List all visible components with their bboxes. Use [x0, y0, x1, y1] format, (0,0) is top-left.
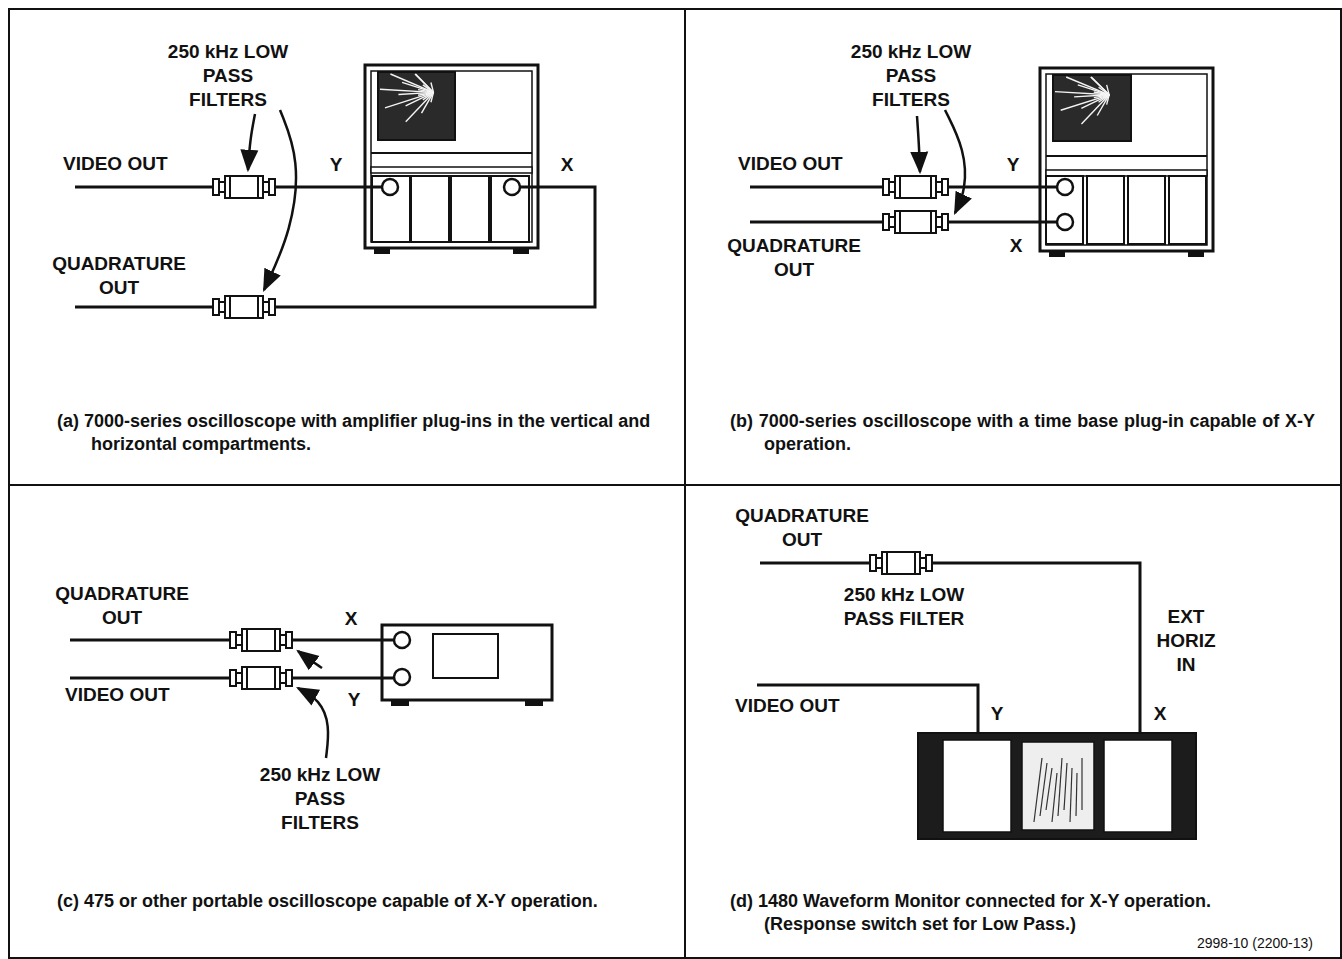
figure-panel: (a) 7000-series oscilloscope with amplif… — [8, 8, 686, 486]
signal-label: 250 kHz LOW PASS FILTERS — [846, 40, 976, 112]
plug-in-compartment — [1169, 176, 1206, 244]
low-pass-filter — [230, 629, 292, 651]
input-connector — [382, 179, 398, 195]
low-pass-filter — [213, 176, 275, 198]
low-pass-filter — [883, 211, 948, 233]
signal-label: EXT HORIZ IN — [1151, 605, 1221, 677]
crt-screen — [378, 72, 455, 140]
signal-label: QUADRATURE OUT — [727, 504, 877, 552]
low-pass-filter — [870, 552, 932, 574]
cable — [760, 562, 870, 565]
low-pass-filter — [213, 296, 275, 318]
leader-arrow — [945, 110, 965, 213]
plug-in-compartment — [1087, 176, 1124, 244]
crt-screen — [433, 634, 498, 678]
figure-number: 2998-10 (2200-13) — [1175, 931, 1335, 955]
input-connector — [1057, 214, 1073, 230]
cable — [75, 186, 213, 189]
cable — [292, 677, 394, 680]
plug-in-compartment — [1128, 176, 1165, 244]
leader-arrow — [248, 114, 255, 170]
axis-input-label: Y — [326, 153, 346, 177]
panel-divider — [371, 152, 532, 154]
axis-input-label: X — [1006, 234, 1026, 258]
crt-screen — [1053, 75, 1131, 141]
foot — [392, 700, 408, 705]
signal-label: VIDEO OUT — [65, 683, 215, 707]
signal-label: QUADRATURE OUT — [44, 252, 194, 300]
signal-label: QUADRATURE OUT — [47, 582, 197, 630]
mainframe-bezel — [1046, 74, 1207, 245]
cable — [275, 187, 595, 307]
cable — [750, 221, 883, 224]
signal-label: VIDEO OUT — [738, 152, 888, 176]
axis-input-label: X — [557, 153, 577, 177]
foot — [514, 248, 528, 253]
cable — [70, 677, 230, 680]
input-panel — [1104, 740, 1172, 832]
foot — [375, 248, 389, 253]
axis-input-label: Y — [987, 702, 1007, 726]
cable — [750, 186, 883, 189]
plug-in-compartment — [451, 176, 489, 242]
axis-input-label: Y — [1003, 153, 1023, 177]
portable-oscilloscope — [382, 625, 552, 700]
mainframe-bezel — [371, 71, 532, 242]
cable — [292, 639, 394, 642]
foot — [1189, 251, 1203, 256]
panel-caption: (b) 7000-series oscilloscope with a time… — [730, 410, 1315, 456]
cable — [75, 306, 213, 309]
panel-caption: (a) 7000-series oscilloscope with amplif… — [57, 410, 667, 456]
cable — [948, 221, 1057, 224]
oscilloscope-mainframe — [1040, 68, 1213, 251]
cable — [70, 639, 230, 642]
input-connector — [394, 632, 410, 648]
signal-label: 250 kHz LOW PASS FILTER — [839, 583, 969, 631]
leader-arrow — [298, 688, 328, 758]
trace-pattern — [1034, 758, 1082, 822]
waveform-monitor — [918, 733, 1196, 839]
input-connector — [394, 669, 410, 685]
signal-label: VIDEO OUT — [735, 694, 885, 718]
input-connector — [504, 179, 520, 195]
low-pass-filter — [883, 176, 948, 198]
low-pass-filter — [230, 667, 292, 689]
panel-caption: (c) 475 or other portable oscilloscope c… — [57, 890, 667, 913]
input-panel — [943, 740, 1011, 832]
figure-panel: (c) 475 or other portable oscilloscope c… — [8, 484, 686, 959]
signal-label: 250 kHz LOW PASS FILTERS — [163, 40, 293, 112]
panel-divider — [1046, 155, 1207, 157]
oscilloscope-mainframe — [365, 65, 538, 248]
panel-caption: (d) 1480 Waveform Monitor connected for … — [730, 890, 1295, 936]
leader-arrow — [298, 651, 322, 668]
axis-input-label: X — [1150, 702, 1170, 726]
plug-in-rail — [371, 167, 532, 173]
signal-label: 250 kHz LOW PASS FILTERS — [255, 763, 385, 835]
leader-arrow — [917, 116, 920, 172]
axis-input-label: X — [341, 607, 361, 631]
foot — [1050, 251, 1064, 256]
crt-screen — [1022, 742, 1094, 830]
cable — [275, 186, 382, 189]
plug-in-compartment — [411, 176, 449, 242]
signal-label: QUADRATURE OUT — [719, 234, 869, 282]
figure-panel: (d) 1480 Waveform Monitor connected for … — [684, 484, 1342, 959]
signal-label: VIDEO OUT — [63, 152, 213, 176]
axis-input-label: Y — [344, 688, 364, 712]
leader-arrow — [264, 110, 296, 290]
foot — [526, 700, 542, 705]
input-connector — [1057, 179, 1073, 195]
